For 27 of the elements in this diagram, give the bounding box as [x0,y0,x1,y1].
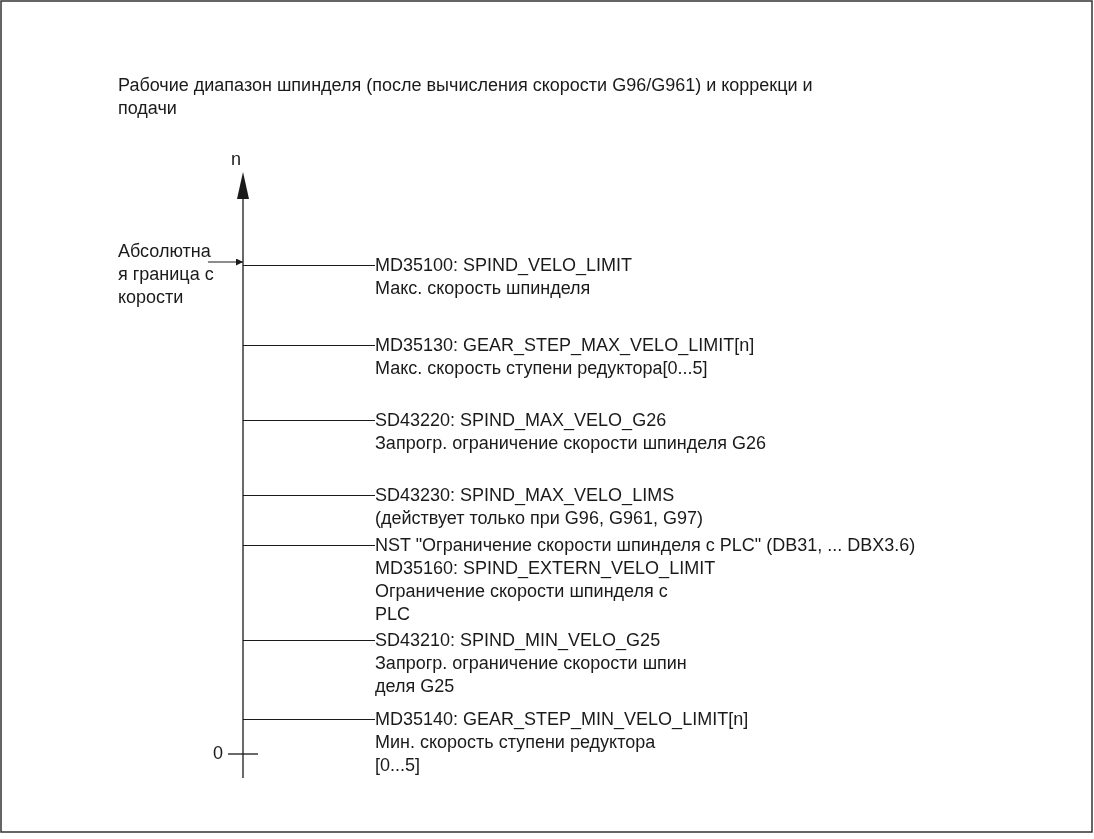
description-text: (действует только при G96, G961, G97) [375,506,703,530]
diagram-title: Рабочие диапазон шпинделя (после вычисления скорости G96/G961) и коррекци и подачи [118,74,814,120]
description-text: Запрогр. ограничение скорости шпин деля G25 [375,651,688,698]
leader-line [242,544,376,547]
parameter-name: SD43230: SPIND_MAX_VELO_LIMS [375,483,676,507]
leader-line [242,344,376,347]
parameter-name: MD35140: GEAR_STEP_MIN_VELO_LIMIT[n] [375,707,749,731]
leader-line [242,718,376,721]
parameter-name: MD35100: SPIND_VELO_LIMIT [375,253,633,277]
description-text: Ограничение скорости шпинделя с PLC [375,579,669,626]
leader-line [242,264,376,267]
description-text: MD35160: SPIND_EXTERN_VELO_LIMIT [375,556,717,580]
leader-line [242,419,376,422]
leader-line [242,639,376,642]
description-text: Макс. скорость ступени редуктора[0...5] [375,356,709,380]
axis-label: n [231,148,241,171]
description-text: Макс. скорость шпинделя [375,276,592,300]
parameter-name: NST "Ограничение скорости шпинделя с PLC" (DB31, ... DBX3.6) [375,533,916,557]
parameter-name: SD43220: SPIND_MAX_VELO_G26 [375,408,668,432]
description-text: Мин. скорость ступени редуктора [0...5] [375,730,657,777]
leader-line [242,494,376,497]
description-text: Запрогр. ограничение скорости шпинделя G26 [375,431,766,455]
arrow [207,258,244,266]
parameter-name: SD43210: SPIND_MIN_VELO_G25 [375,628,662,652]
tick-label: 0 [213,742,223,765]
description-text: Абсолютна я граница с корости [118,240,215,309]
parameter-name: MD35130: GEAR_STEP_MAX_VELO_LIMIT[n] [375,333,755,357]
